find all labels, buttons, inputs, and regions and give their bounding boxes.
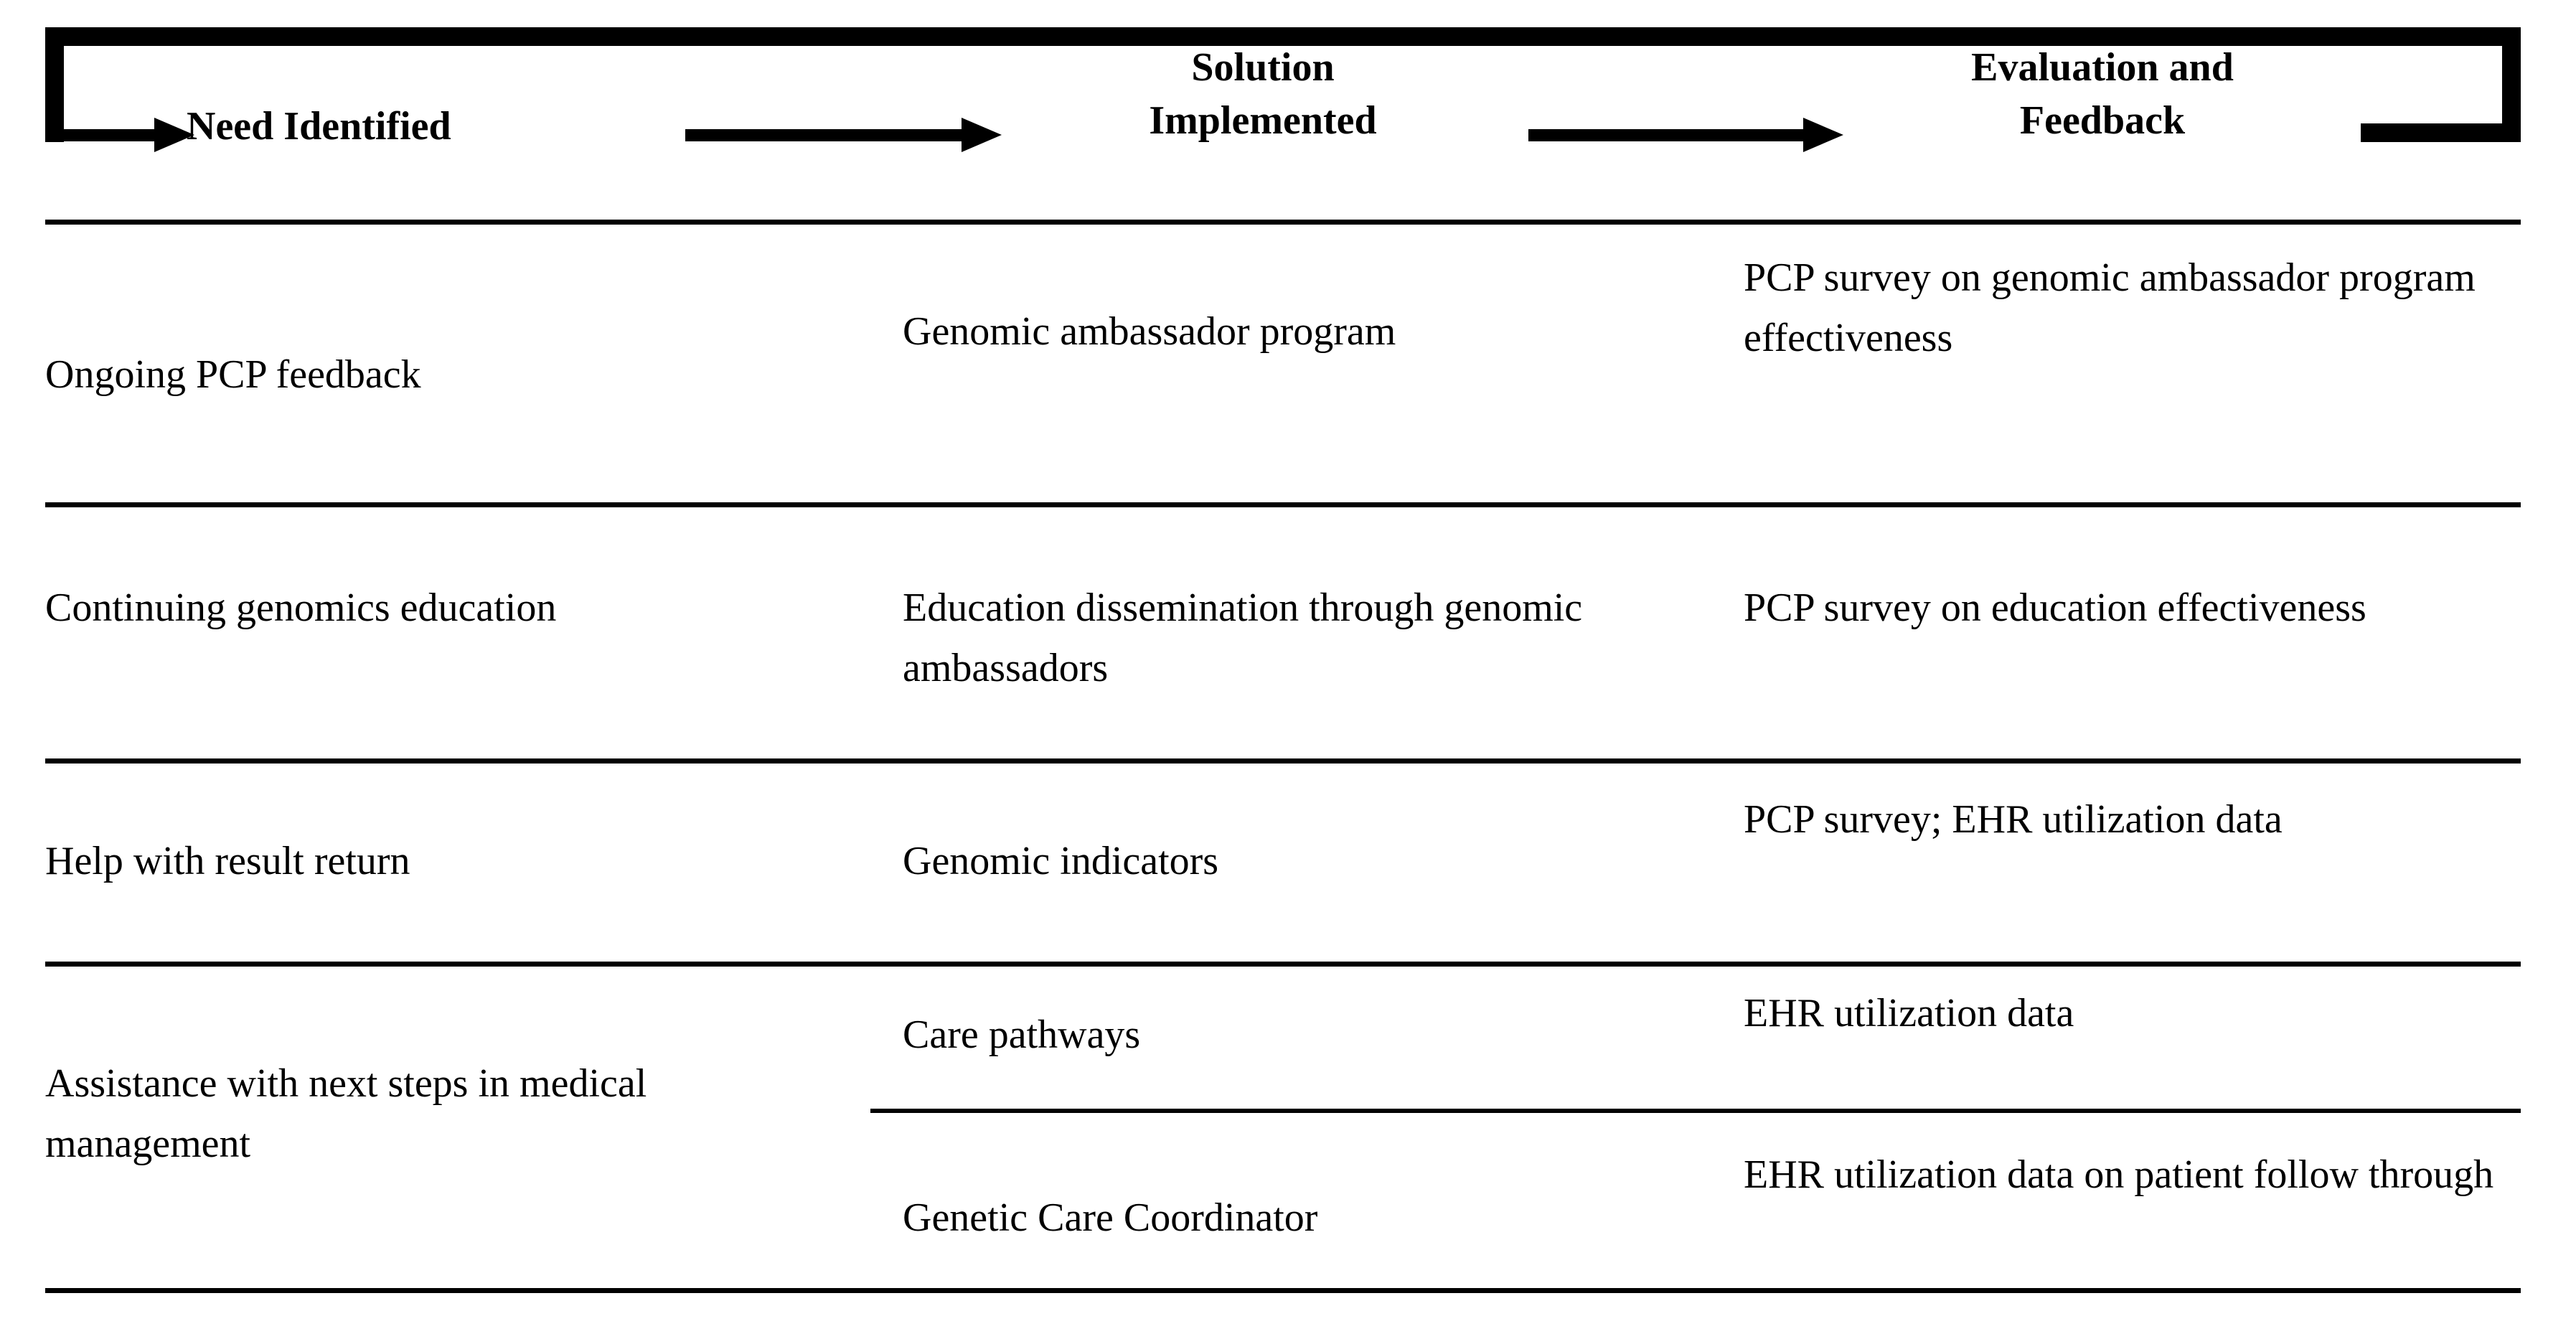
column-header-solution-line-1: Solution xyxy=(1191,45,1335,90)
rule-below-row-1 xyxy=(45,502,2521,507)
table-cell-evaluation-row-4a: EHR utilization data xyxy=(1744,991,2074,1035)
rule-below-row-2 xyxy=(45,758,2521,764)
feedback-loop-left-segment xyxy=(45,27,64,142)
table-cell-evaluation-row-4b: EHR utilization data on patient follow t… xyxy=(1744,1152,2494,1197)
table-cell-solution-row-3: Genomic indicators xyxy=(903,839,1219,883)
table-cell-evaluation-row-1: PCP survey on genomic ambassador program… xyxy=(1744,255,2476,360)
feedback-loop-top-segment xyxy=(45,27,2521,46)
rule-below-header xyxy=(45,220,2521,225)
flow-arrow-need-to-solution-icon xyxy=(685,118,1002,152)
table-cell-need-row-1: Ongoing PCP feedback xyxy=(45,352,421,397)
feedback-loop-right-foot xyxy=(2361,123,2521,142)
feedback-loop-right-segment xyxy=(2502,27,2521,142)
rule-table-bottom xyxy=(45,1288,2521,1293)
table-cell-solution-row-4b: Genetic Care Coordinator xyxy=(903,1195,1318,1240)
arrow-shaft xyxy=(685,129,964,141)
table-cell-need-row-4: Assistance with next steps in medical ma… xyxy=(45,1061,647,1166)
arrow-head xyxy=(1803,118,1843,152)
table-cell-need-row-3: Help with result return xyxy=(45,839,410,883)
table-cell-solution-row-1: Genomic ambassador program xyxy=(903,309,1396,354)
column-header-solution-line-2: Implemented xyxy=(1149,98,1377,143)
table-cell-evaluation-row-3: PCP survey; EHR utilization data xyxy=(1744,797,2283,842)
column-header-evaluation-and-feedback: Evaluation and Feedback xyxy=(1844,42,2361,148)
column-header-need-identified: Need Identified xyxy=(187,104,451,149)
table-cell-solution-row-4a: Care pathways xyxy=(903,1013,1141,1057)
flow-arrow-solution-to-evaluation-icon xyxy=(1528,118,1844,152)
column-header-evaluation-line-1: Evaluation and xyxy=(1971,45,2234,90)
table-cell-evaluation-row-2: PCP survey on education effectiveness xyxy=(1744,586,2366,630)
column-header-solution-implemented: Solution Implemented xyxy=(1005,42,1521,148)
arrow-shaft xyxy=(45,129,156,141)
feedback-loop-arrow-icon xyxy=(45,118,196,152)
rule-below-row-3 xyxy=(45,962,2521,967)
table-cell-solution-row-2: Education dissemination through genomic … xyxy=(903,586,1583,690)
arrow-head xyxy=(962,118,1002,152)
rule-between-subrows xyxy=(870,1109,2521,1113)
arrow-shaft xyxy=(1528,129,1805,141)
arrow-head xyxy=(154,118,194,152)
table-cell-need-row-2: Continuing genomics education xyxy=(45,586,557,630)
column-header-evaluation-line-2: Feedback xyxy=(2019,98,2186,143)
